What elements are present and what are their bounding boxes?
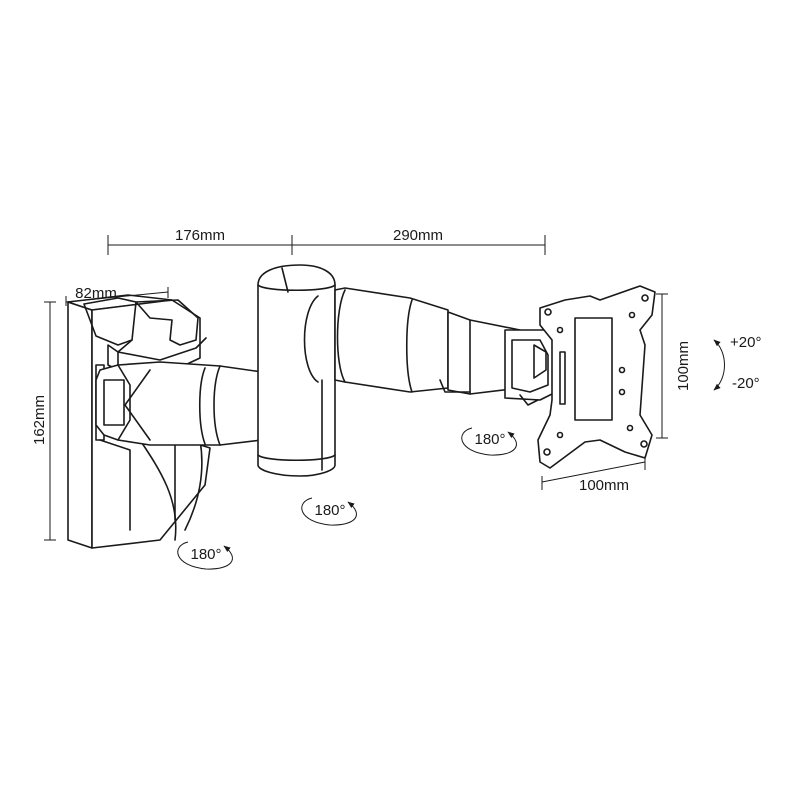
second-arm [303, 287, 521, 395]
rotation-wall: 180° [177, 541, 233, 570]
vesa-plate [537, 285, 656, 469]
label-rotation-head: 180° [474, 431, 505, 448]
label-arm-second: 290mm [393, 227, 443, 244]
label-rotation-elbow: 180° [314, 502, 345, 519]
dimension-vesa-width: 100mm [541, 456, 646, 494]
first-arm [95, 361, 263, 446]
label-tilt-down: -20° [732, 375, 760, 392]
dimension-arm-lengths: 176mm 290mm [107, 227, 546, 255]
rotation-elbow: 180° [301, 497, 357, 526]
label-vesa-height: 100mm [675, 341, 692, 391]
elbow-joint [257, 264, 336, 477]
label-plate-height: 162mm [31, 395, 48, 445]
label-tilt-up: +20° [730, 334, 761, 351]
rotation-head: 180° [461, 427, 517, 456]
label-rotation-wall: 180° [190, 546, 221, 563]
label-vesa-width: 100mm [579, 477, 629, 494]
dimension-plate-height: 162mm [31, 301, 56, 541]
label-arm-first: 176mm [175, 227, 225, 244]
dimension-vesa-height: 100mm [656, 293, 692, 439]
dimension-plate-depth: 82mm [65, 285, 169, 306]
label-plate-depth: 82mm [75, 285, 117, 302]
tilt-indicator: +20° -20° [713, 334, 761, 392]
